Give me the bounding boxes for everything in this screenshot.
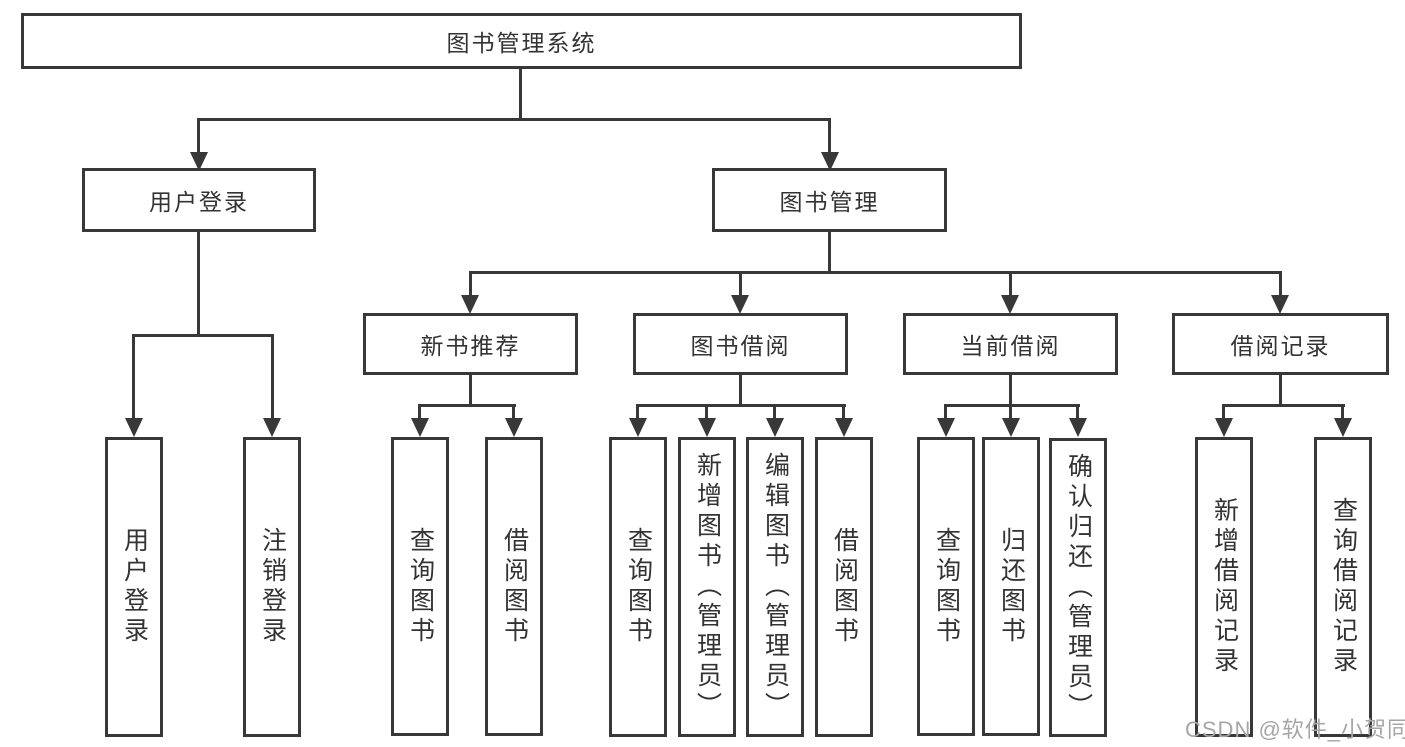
arrowhead-bb2-icon	[698, 418, 716, 437]
connector-newbook-stem	[469, 373, 472, 407]
connector-manage-branch	[469, 271, 1282, 274]
arrowhead-logout-icon	[263, 418, 281, 437]
arrowhead-cb3-icon	[1069, 418, 1087, 437]
arrowhead-bb1-icon	[629, 418, 647, 437]
arrowhead-records-icon	[1271, 295, 1289, 314]
connector-drop-login	[197, 118, 200, 156]
connector-drop-bb1	[636, 404, 639, 421]
leaf-current-confirm-admin: 确认归还（管理员）	[1049, 438, 1107, 737]
leaf-newbook-borrow: 借阅图书	[485, 437, 543, 736]
leaf-current-return: 归还图书	[982, 437, 1040, 736]
connector-borrow-stem	[739, 373, 742, 407]
node-current-borrow: 当前借阅	[903, 313, 1118, 375]
connector-borrow-branch	[637, 404, 846, 407]
connector-drop-rb2	[1341, 404, 1344, 421]
node-user-login: 用户登录	[82, 168, 316, 232]
arrowhead-bb3-icon	[766, 418, 784, 437]
leaf-records-add: 新增借阅记录	[1195, 437, 1253, 737]
connector-drop-rb1	[1222, 404, 1225, 421]
connector-current-branch	[945, 404, 1080, 407]
connector-drop-nb2	[512, 404, 515, 421]
leaf-logout: 注销登录	[243, 437, 301, 737]
arrowhead-newbook-icon	[461, 295, 479, 314]
node-root-system: 图书管理系统	[21, 13, 1022, 69]
arrowhead-nb2-icon	[505, 418, 523, 437]
arrowhead-rb1-icon	[1215, 418, 1233, 437]
connector-root-branch	[197, 118, 831, 121]
connector-login-branch	[132, 334, 274, 337]
csdn-watermark: CSDN @软件_小贺同学	[1185, 717, 1405, 742]
node-book-manage: 图书管理	[712, 168, 947, 232]
connector-records-stem	[1279, 373, 1282, 407]
connector-drop-bb4	[842, 404, 845, 421]
leaf-borrow-add-admin: 新增图书（管理员）	[678, 437, 736, 737]
connector-root-stem	[519, 68, 522, 120]
connector-drop-cb3	[1076, 404, 1079, 421]
arrowhead-borrow-icon	[731, 295, 749, 314]
arrowhead-nb1-icon	[411, 418, 429, 437]
arrowhead-manage-icon	[821, 152, 839, 171]
arrowhead-login-icon	[190, 152, 208, 171]
connector-current-stem	[1009, 373, 1012, 407]
leaf-user-login: 用户登录	[105, 437, 163, 737]
connector-login-stem	[197, 232, 200, 337]
leaf-records-query: 查询借阅记录	[1314, 437, 1372, 737]
connector-drop-manage	[828, 118, 831, 156]
connector-drop-bb2	[705, 404, 708, 421]
arrowhead-cb2-icon	[1002, 418, 1020, 437]
leaf-borrow-query: 查询图书	[609, 437, 667, 737]
connector-drop-nb1	[418, 404, 421, 421]
leaf-current-query: 查询图书	[917, 437, 975, 736]
connector-drop-newbook	[469, 271, 472, 297]
connector-drop-cb1	[944, 404, 947, 421]
arrowhead-current-icon	[1001, 295, 1019, 314]
connector-newbook-branch	[418, 404, 516, 407]
connector-drop-logout	[271, 334, 274, 420]
node-borrow-records: 借阅记录	[1172, 313, 1389, 375]
connector-records-branch	[1223, 404, 1345, 407]
connector-drop-cb2	[1009, 404, 1012, 421]
connector-drop-borrow	[739, 271, 742, 297]
node-book-borrow: 图书借阅	[633, 313, 848, 375]
leaf-borrow-borrow: 借阅图书	[815, 437, 873, 737]
leaf-borrow-edit-admin: 编辑图书（管理员）	[746, 437, 804, 737]
connector-drop-current	[1009, 271, 1012, 297]
connector-drop-records	[1279, 271, 1282, 297]
connector-drop-userlogin	[132, 334, 135, 420]
arrowhead-rb2-icon	[1334, 418, 1352, 437]
arrowhead-bb4-icon	[835, 418, 853, 437]
leaf-newbook-query: 查询图书	[391, 437, 449, 736]
node-new-book-recommend: 新书推荐	[363, 313, 578, 375]
connector-manage-stem	[828, 232, 831, 274]
connector-drop-bb3	[773, 404, 776, 421]
arrowhead-userlogin-icon	[125, 418, 143, 437]
arrowhead-cb1-icon	[937, 418, 955, 437]
